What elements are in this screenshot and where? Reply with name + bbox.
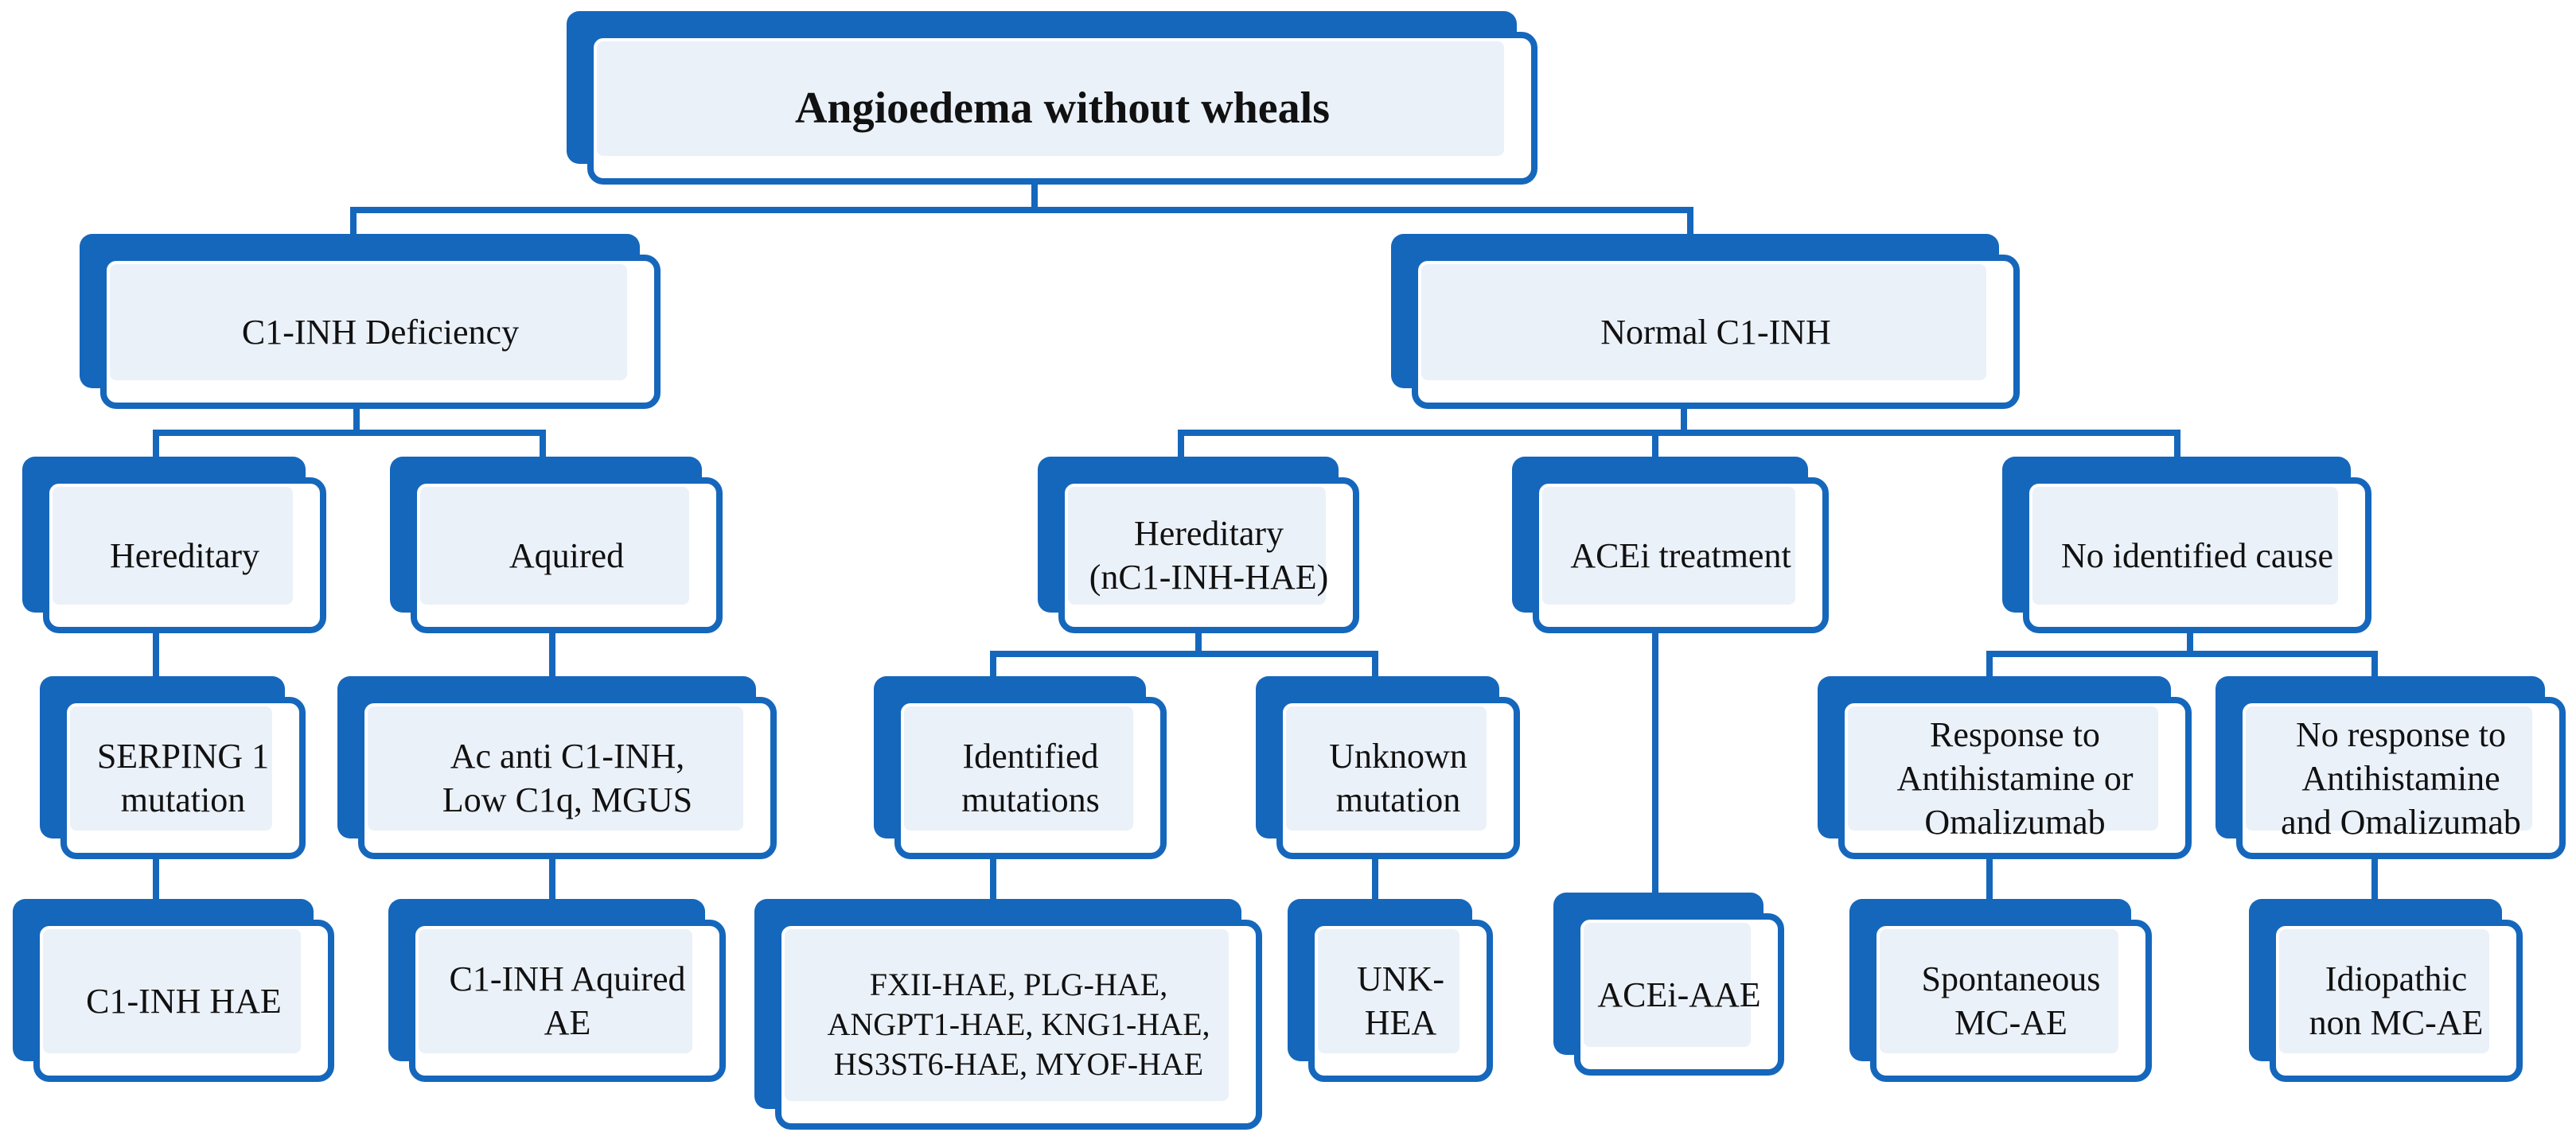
node-label: Idiopathic non MC-AE — [2309, 959, 2484, 1042]
node-hereditary-nc1-inh-hae: Hereditary (nC1-INH-HAE) — [1038, 457, 1359, 633]
node-label: C1-INH HAE — [86, 981, 282, 1021]
node-fill — [2032, 487, 2338, 605]
node-c1-inh-hae: C1-INH HAE — [13, 899, 334, 1082]
node-idiopathic-non-mc-ae: Idiopathic non MC-AE — [2249, 899, 2523, 1082]
node-unk-hea: UNK- HEA — [1288, 899, 1493, 1082]
node-fill — [1880, 929, 2118, 1053]
node-no-identified-cause: No identified cause — [2002, 457, 2371, 633]
node-fill — [420, 487, 689, 605]
node-fill — [1286, 706, 1487, 831]
node-fill — [1542, 487, 1795, 605]
node-fxii-hae-list: FXII-HAE, PLG-HAE, ANGPT1-HAE, KNG1-HAE,… — [754, 899, 1262, 1130]
node-fill — [1584, 923, 1751, 1047]
node-label: Spontaneous MC-AE — [1921, 959, 2101, 1042]
node-response-to-antihistamine: Response to Antihistamine or Omalizumab — [1818, 676, 2192, 859]
node-c1-inh-deficiency: C1-INH Deficiency — [80, 234, 661, 409]
node-fill — [53, 487, 293, 605]
node-serping1-mutation: SERPING 1 mutation — [40, 676, 306, 859]
node-label: Hereditary (nC1-INH-HAE) — [1089, 514, 1329, 597]
node-label: Ac anti C1-INH, Low C1q, MGUS — [442, 737, 693, 819]
node-fill — [2279, 929, 2489, 1053]
node-label: Normal C1-INH — [1600, 312, 1831, 352]
node-no-response-to-antihistamine: No response to Antihistamine and Omalizu… — [2216, 676, 2566, 859]
node-label: ACEi treatment — [1570, 535, 1791, 575]
node-label: No identified cause — [2060, 535, 2334, 575]
node-label: Unknown mutation — [1329, 737, 1467, 819]
node-fill — [70, 706, 272, 831]
node-hereditary-c1-inh: Hereditary — [22, 457, 326, 633]
node-fill — [2246, 706, 2532, 831]
node-fill — [419, 929, 692, 1053]
node-label: UNK- HEA — [1357, 959, 1444, 1042]
node-fill — [785, 929, 1229, 1101]
node-label: Hereditary — [109, 535, 260, 575]
node-unknown-mutation: Unknown mutation — [1256, 676, 1520, 859]
node-identified-mutations: Identified mutations — [874, 676, 1167, 859]
node-label: FXII-HAE, PLG-HAE, ANGPT1-HAE, KNG1-HAE,… — [827, 967, 1210, 1082]
node-fill — [1848, 706, 2158, 831]
node-fill — [597, 41, 1504, 156]
node-normal-c1-inh: Normal C1-INH — [1391, 234, 2020, 409]
node-label: Identified mutations — [961, 737, 1100, 819]
node-fill — [1068, 487, 1326, 605]
node-angioedema-without-wheals: Angioedema without wheals — [567, 11, 1537, 185]
node-fill — [904, 706, 1133, 831]
node-ac-anti-c1-inh: Ac anti C1-INH, Low C1q, MGUS — [337, 676, 777, 859]
node-label: No response to Antihistamine and Omalizu… — [2281, 714, 2521, 842]
node-label: SERPING 1 mutation — [96, 737, 270, 819]
node-fill — [1318, 929, 1459, 1053]
node-acei-treatment: ACEi treatment — [1512, 457, 1829, 633]
node-fill — [1421, 264, 1986, 380]
node-label: C1-INH Deficiency — [241, 312, 520, 352]
node-fill — [43, 929, 301, 1053]
node-label: Angioedema without wheals — [794, 84, 1331, 133]
node-label: Response to Antihistamine or Omalizumab — [1896, 714, 2134, 842]
node-aquired: Aquired — [390, 457, 723, 633]
node-c1-inh-aquired-ae: C1-INH Aquired AE — [388, 899, 726, 1082]
node-label: ACEi-AAE — [1597, 975, 1761, 1014]
node-spontaneous-mc-ae: Spontaneous MC-AE — [1849, 899, 2152, 1082]
node-fill — [368, 706, 743, 831]
node-label: Aquired — [509, 535, 625, 575]
node-fill — [110, 264, 627, 380]
node-acei-aae: ACEi-AAE — [1553, 893, 1784, 1076]
node-label: C1-INH Aquired AE — [449, 959, 686, 1042]
